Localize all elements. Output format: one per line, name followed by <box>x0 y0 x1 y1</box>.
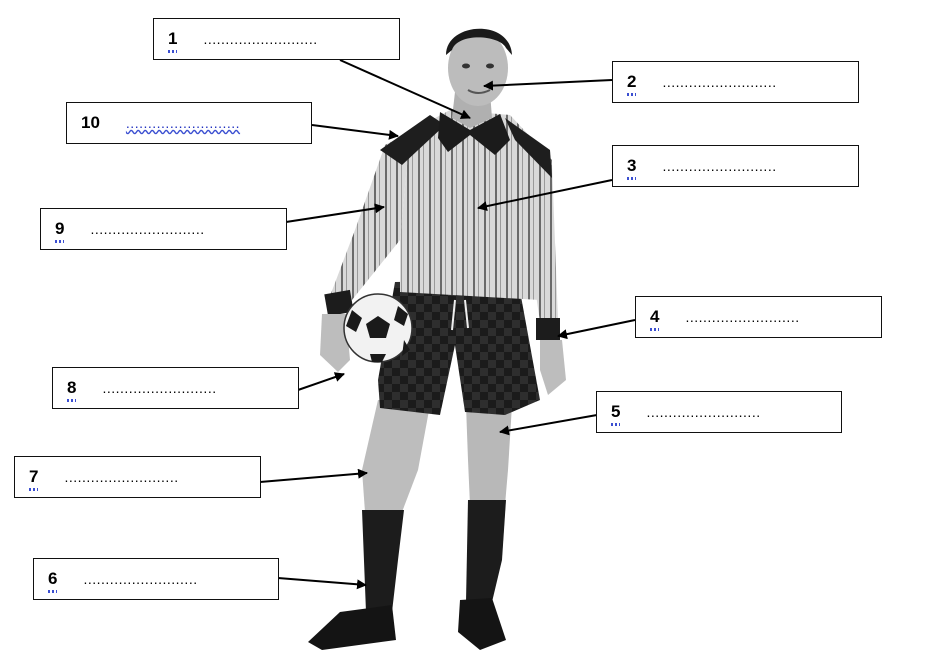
label-number: 10 <box>81 113 100 132</box>
answer-blank[interactable]: .......................... <box>90 221 205 237</box>
label-box-2[interactable]: 2 .......................... <box>612 61 859 103</box>
answer-blank[interactable]: .......................... <box>64 469 179 485</box>
answer-blank[interactable]: .......................... <box>102 380 217 396</box>
label-number: 3 <box>627 156 637 180</box>
label-number: 4 <box>650 307 660 331</box>
boots <box>308 598 506 650</box>
label-box-5[interactable]: 5 .......................... <box>596 391 842 433</box>
answer-blank[interactable]: .......................... <box>203 31 318 47</box>
label-box-1[interactable]: 1 .......................... <box>153 18 400 60</box>
label-box-7[interactable]: 7 .......................... <box>14 456 261 498</box>
label-box-6[interactable]: 6 .......................... <box>33 558 279 600</box>
label-box-8[interactable]: 8 .......................... <box>52 367 299 409</box>
answer-blank[interactable]: .......................... <box>662 74 777 90</box>
shirt <box>385 110 552 300</box>
answer-blank[interactable]: .......................... <box>662 158 777 174</box>
shorts <box>378 280 540 415</box>
label-number: 1 <box>168 29 178 53</box>
label-number: 2 <box>627 72 637 96</box>
socks <box>362 500 506 612</box>
leader-lines <box>259 59 636 590</box>
label-box-9[interactable]: 9 .......................... <box>40 208 287 250</box>
label-box-3[interactable]: 3 .......................... <box>612 145 859 187</box>
legs <box>362 400 512 512</box>
label-number: 6 <box>48 569 58 593</box>
label-box-10[interactable]: 10 .......................... <box>66 102 312 144</box>
answer-blank[interactable]: .......................... <box>83 571 198 587</box>
answer-blank[interactable]: .......................... <box>646 404 761 420</box>
collar <box>438 112 510 155</box>
answer-blank[interactable]: .......................... <box>685 309 800 325</box>
answer-blank[interactable]: .......................... <box>125 115 241 131</box>
label-number: 9 <box>55 219 65 243</box>
label-box-4[interactable]: 4 .......................... <box>635 296 882 338</box>
label-number: 5 <box>611 402 621 426</box>
label-number: 7 <box>29 467 39 491</box>
label-number: 8 <box>67 378 77 402</box>
football <box>343 293 413 363</box>
